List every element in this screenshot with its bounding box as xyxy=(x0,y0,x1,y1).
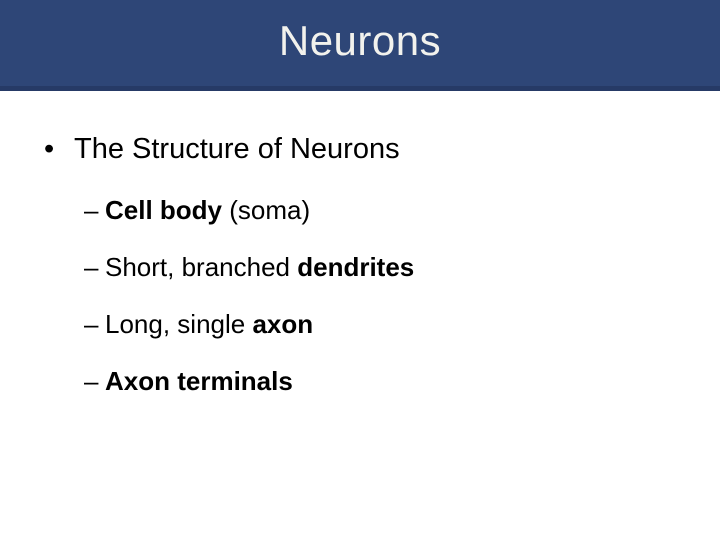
sub-bullet-line: –Cell body (soma) xyxy=(84,193,720,227)
dash-marker-icon: – xyxy=(84,195,99,225)
slide-title-bar: Neurons xyxy=(0,0,720,91)
emphasized-term: axon xyxy=(252,309,314,339)
sub-bullet-list: –Cell body (soma)–Short, branched dendri… xyxy=(0,193,720,398)
sub-bullet-text: Cell body (soma) xyxy=(105,193,310,227)
sub-bullet-line: –Axon terminals xyxy=(84,364,720,398)
sub-bullet-text: Long, single axon xyxy=(105,307,313,341)
bullet-dot-icon: • xyxy=(44,133,55,165)
dash-marker-icon: – xyxy=(84,252,99,282)
slide-body: • The Structure of Neurons –Cell body (s… xyxy=(0,91,720,540)
slide-title: Neurons xyxy=(278,17,442,64)
bullet-text: The Structure of Neurons xyxy=(74,133,400,165)
plain-text: Short, branched xyxy=(105,252,298,282)
emphasized-term: Axon terminals xyxy=(105,366,293,396)
dash-marker-icon: – xyxy=(84,309,99,339)
plain-text: Long, single xyxy=(105,309,253,339)
emphasized-term: Cell body xyxy=(105,195,223,225)
bullet-line: • The Structure of Neurons xyxy=(44,131,720,167)
sub-bullet-line: –Long, single axon xyxy=(84,307,720,341)
emphasized-term: dendrites xyxy=(297,252,415,282)
plain-text: (soma) xyxy=(222,195,311,225)
sub-bullet-text: Short, branched dendrites xyxy=(105,250,414,284)
sub-bullet-text: Axon terminals xyxy=(105,364,293,398)
dash-marker-icon: – xyxy=(84,366,99,396)
sub-bullet-line: –Short, branched dendrites xyxy=(84,250,720,284)
